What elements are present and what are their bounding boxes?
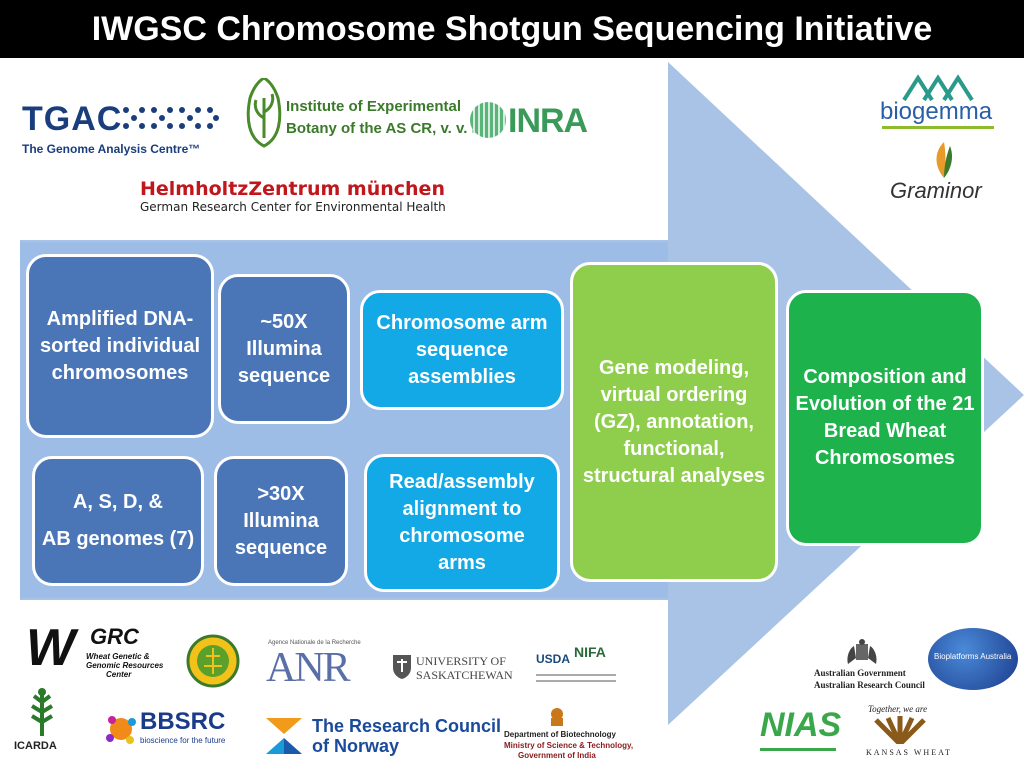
box-amplified-dna: Amplified DNA- sorted individual chromos… [26,254,214,438]
biogemma-logo: biogemma [878,74,998,130]
bbsrc-name: BBSRC [140,708,226,735]
box-arm-assemblies: Chromosome arm sequence assemblies [360,290,564,410]
anr-small: Agence Nationale de la Recherche [268,640,361,646]
tgac-logo: TGAC The Genome Analysis Centre™ [22,100,232,160]
title-bar [0,0,1024,58]
tgac-dna-icon [123,107,219,129]
helmholtz-logo: HelmholtzZentrum münchen German Research… [140,178,500,218]
box-illumina-30x-text: >30X Illumina sequence [234,482,328,559]
nias-underline [760,748,836,751]
usda-mark: USDA [536,652,571,666]
tgac-name: TGAC [22,100,123,138]
wgrc-line3: Center [106,670,132,679]
coat-of-arms-icon [847,639,877,664]
inra-name: INRA [508,102,588,140]
australia-line2: Australian Research Council [814,680,925,690]
box-genomes-line2: AB genomes (7) [41,528,195,550]
box-composition-evolution-text: Composition and Evolution of the 21 Brea… [795,366,975,469]
wgrc-line1: Wheat Genetic & [86,652,150,661]
usda-fineprint-2 [536,680,616,682]
ashoka-emblem-icon [551,708,563,726]
inra-logo: INRA [468,100,588,142]
bbsrc-cell-icon [106,716,136,744]
anr-mark: ANR [266,645,351,691]
kansas-top: Together, we are [868,704,928,714]
ieb-line2: Botany of the AS CR, v. v. i. [286,120,480,137]
box-composition-evolution: Composition and Evolution of the 21 Brea… [786,290,984,546]
anr-logo: Agence Nationale de la Recherche ANR [266,640,370,691]
box-read-alignment-text: Read/assembly alignment to chromosome ar… [389,471,535,574]
tgac-subtitle: The Genome Analysis Centre™ [22,142,201,156]
helmholtz-line1: HelmholtzZentrum münchen [140,178,445,200]
box-illumina-50x: ~50X Illumina sequence [218,274,350,424]
nifa-mark: NIFA [574,644,606,660]
box-gene-modeling-text: Gene modeling, virtual ordering (GZ), an… [582,356,766,487]
dbt-line2: Ministry of Science & Technology, [504,741,634,750]
usask-line1: UNIVERSITY OF [416,654,506,668]
bioplatforms-name: Bioplatforms Australia [934,652,1012,661]
biogemma-name: biogemma [880,98,993,125]
arrow-white-top-panel [0,60,668,240]
box-illumina-30x: >30X Illumina sequence [214,456,348,586]
box-read-alignment: Read/assembly alignment to chromosome ar… [364,454,560,592]
kansas-bottom: KANSAS WHEAT [866,748,952,757]
wgrc-grc: GRC [90,624,139,649]
graminor-logo: Graminor [886,140,996,204]
bbsrc-tagline: bioscience for the future [140,736,226,745]
box-genomes-line1: A, S, D, & [72,491,163,513]
graminor-name: Graminor [890,178,982,203]
usda-nifa-logo: USDA NIFA [536,640,620,692]
ieb-line1: Institute of Experimental [286,98,462,115]
research-council-norway-logo: The Research Council of Norway [262,714,501,758]
usask-logo: UNIVERSITY OF SASKATCHEWAN [392,652,522,688]
icarda-name: ICARDA [14,740,57,752]
ieb-plant-icon [246,78,282,148]
rcn-line2: of Norway [312,736,400,756]
rcn-line1: The Research Council [312,716,502,736]
nias-name: NIAS [760,706,842,744]
nias-logo: NIAS [760,704,842,756]
kansas-wheat-icon [874,716,926,744]
box-amplified-dna-text: Amplified DNA- sorted individual chromos… [39,307,201,384]
wgrc-logo: W GRC Wheat Genetic & Genomic Resources … [26,619,166,684]
australia-line1: Australian Government [814,668,906,678]
rcn-triangle-icon [266,718,302,754]
usask-line2: SASKATCHEWAN [416,668,513,682]
australian-government-logo: Australian Government Australian Researc… [806,638,925,692]
slide-title: IWGSC Chromosome Shotgun Sequencing Init… [91,10,933,48]
box-genomes: A, S, D, & AB genomes (7) [32,456,204,586]
inra-stripes-icon [470,102,506,138]
biogemma-underline [882,126,994,129]
kansas-wheat-logo: Together, we are KANSAS WHEAT [862,704,950,762]
box-arm-assemblies-text: Chromosome arm sequence assemblies [376,311,548,388]
ieb-logo: Institute of Experimental Botany of the … [244,78,480,148]
bbsrc-logo: BBSRC bioscience for the future [104,708,230,752]
usask-shield-icon [393,655,411,679]
wgrc-mark: W [26,619,76,677]
dbt-line1: Department of Biotechnology [504,730,617,739]
biogemma-dna-icon [902,74,974,102]
bioplatforms-logo: Bioplatforms Australia [928,628,1018,690]
icarda-wheat-icon [30,688,54,736]
graminor-grain-icon [936,142,952,178]
dbt-line3: Government of India [518,751,596,760]
seal-emblem-icon [186,634,240,688]
box-illumina-50x-text: ~50X Illumina sequence [237,310,331,387]
helmholtz-line2: German Research Center for Environmental… [140,200,446,214]
dbt-india-logo: Department of Biotechnology Ministry of … [498,706,633,762]
box-gene-modeling: Gene modeling, virtual ordering (GZ), an… [570,262,778,582]
wgrc-line2: Genomic Resources [86,661,164,670]
icarda-logo: ICARDA [14,686,70,756]
usda-fineprint [536,674,616,676]
